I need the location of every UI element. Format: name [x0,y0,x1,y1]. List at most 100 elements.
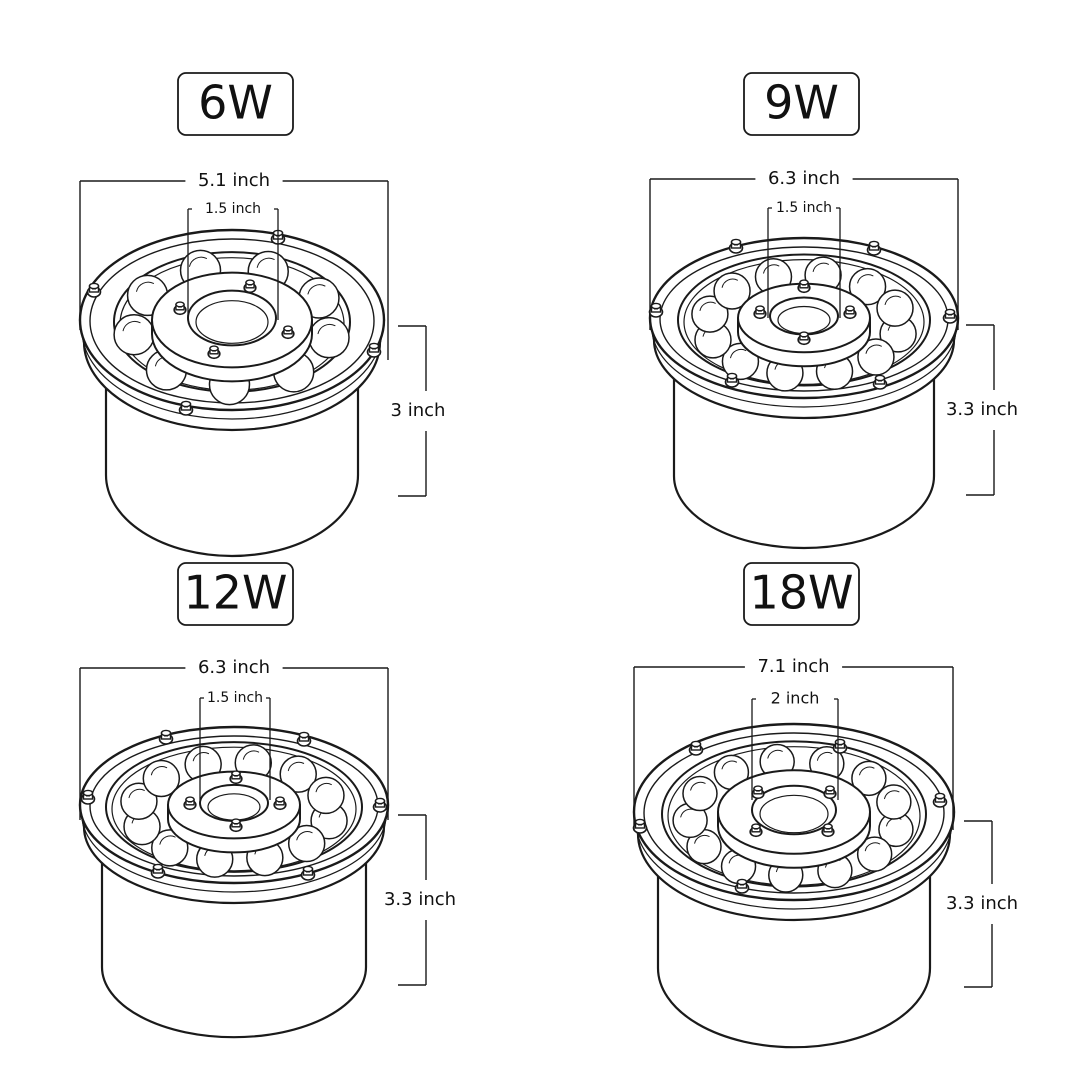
screw [843,305,857,320]
led-bulb [279,755,317,793]
led-bulb [851,760,887,797]
screw [372,797,388,813]
fountain-light [632,722,956,1049]
hole-dimension: 1.5 inch [767,200,841,318]
nozzle-hole [751,784,837,836]
screw [281,325,295,340]
width-dimension: 5.1 inch [79,170,389,360]
screw [80,789,96,805]
screw [753,305,767,320]
title-frame [743,562,860,626]
hole-label: 2 inch [771,689,820,708]
wattage-title-box: 12W [177,562,294,626]
led-bulb [857,338,895,376]
screw [243,279,257,294]
wattage-title: 6W [198,76,273,130]
height-dimension: 3.3 inch [946,324,1018,496]
screw [749,823,763,838]
led-bulb [856,836,893,872]
screw [632,818,648,834]
light-body [100,855,368,1039]
hole-label: 1.5 inch [207,690,263,706]
panel-18w: 18W 7.1 inch 2 inch 3.3 inch [632,562,1018,1049]
width-dimension: 7.1 inch [633,656,954,830]
led-bulb [876,289,914,327]
screw [229,818,243,833]
screw [866,240,882,256]
hole-dimension: 1.5 inch [199,690,271,800]
screw [300,865,316,881]
fountain-light [78,228,386,558]
title-frame [177,562,294,626]
led-bulb [120,782,158,820]
screw [942,308,958,324]
screw [797,279,811,294]
wattage-title-box: 18W [743,562,860,626]
wattage-title-box: 6W [177,72,294,136]
led-bulb [682,775,718,812]
width-dimension: 6.3 inch [79,657,389,820]
wattage-title: 18W [749,566,853,620]
screw [751,785,765,800]
led-bulb [151,829,189,867]
width-dimension: 6.3 inch [649,168,959,330]
light-body [672,368,936,550]
panel-12w: 12W 6.3 inch 1.5 inch 3.3 inch [78,562,456,1039]
hole-dimension: 1.5 inch [187,201,279,320]
screw [728,238,744,254]
panel-6w: 6W 5.1 inch 1.5 inch 3 inch [78,72,446,558]
height-dimension: 3.3 inch [384,814,456,986]
led-bulb [287,824,326,863]
screw [173,301,187,316]
led-bulb [691,295,729,333]
wattage-title: 9W [764,76,839,130]
led-bulb [876,784,912,820]
screw [366,342,382,358]
height-label: 3 inch [391,400,446,421]
screw [229,770,243,785]
hole-dimension: 2 inch [751,689,839,800]
screw [86,282,102,298]
screw [832,738,848,754]
title-frame [743,72,860,136]
height-label: 3.3 inch [946,893,1018,914]
screw [821,823,835,838]
screw [648,302,664,318]
nozzle-hole [199,783,269,823]
fountain-light [78,725,390,1039]
title-frame [177,72,294,136]
screw [872,374,888,390]
screw [688,740,704,756]
nozzle-hole [769,296,839,336]
hole-label: 1.5 inch [205,201,261,217]
screw [823,785,837,800]
nozzle-hole [187,289,277,347]
flange-inner-line [643,732,945,894]
screw [724,372,740,388]
screw [273,796,287,811]
height-label: 3.3 inch [946,399,1018,420]
height-label: 3.3 inch [384,889,456,910]
height-dimension: 3.3 inch [946,820,1018,988]
screw [183,796,197,811]
screw [150,863,166,879]
led-bulb [713,272,751,310]
screw [178,400,194,416]
width-label: 6.3 inch [198,657,270,678]
wattage-title-box: 9W [743,72,860,136]
screw [797,331,811,346]
screw [734,878,750,894]
led-bulb [142,759,181,798]
width-label: 5.1 inch [198,170,270,191]
led-bulb [307,776,345,815]
wattage-title: 12W [183,566,287,620]
width-label: 7.1 inch [757,656,829,677]
led-bulb [848,267,887,306]
screw [158,729,174,745]
height-dimension: 3 inch [391,325,446,497]
hole-label: 1.5 inch [776,200,832,216]
fountain-light [648,236,960,550]
screw [296,731,312,747]
